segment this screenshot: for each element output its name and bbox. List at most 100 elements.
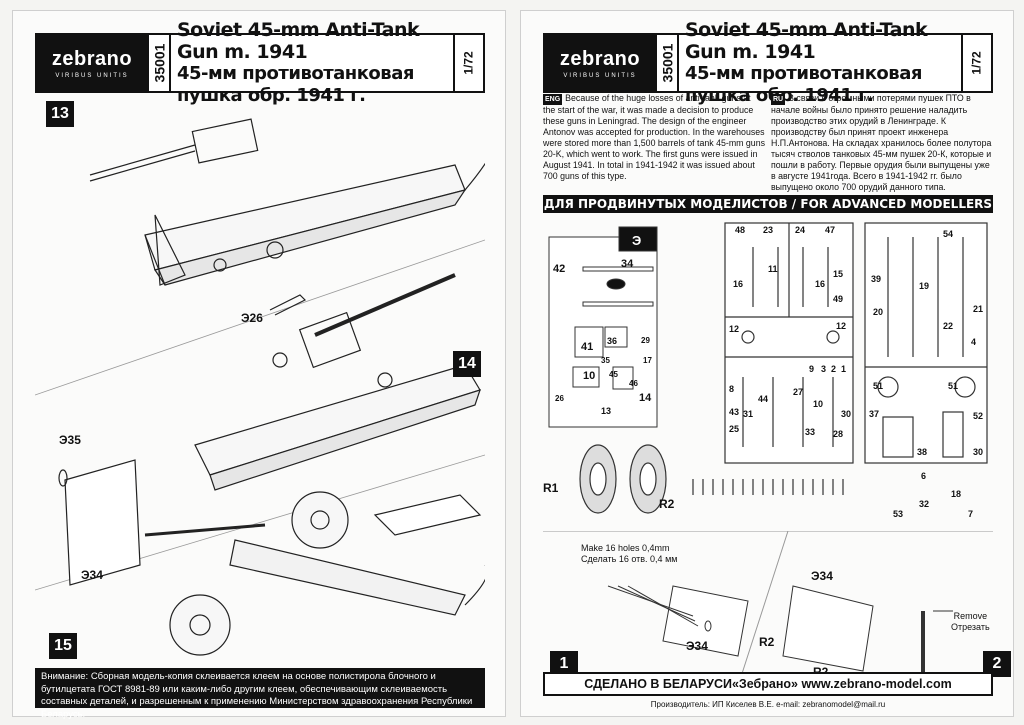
- svg-text:34: 34: [621, 258, 634, 270]
- svg-text:25: 25: [729, 424, 739, 434]
- svg-text:30: 30: [841, 409, 851, 419]
- step1-part-e34: Э34: [686, 639, 708, 653]
- step1-note-en: Make 16 holes 0,4mm: [581, 543, 670, 553]
- title-english: Soviet 45-mm Anti-Tank Gun m. 1941: [177, 19, 420, 63]
- svg-text:14: 14: [639, 392, 652, 404]
- kit-code: 35001: [147, 35, 171, 91]
- brand-tagline: VIRIBUS UNITIS: [563, 72, 637, 79]
- svg-text:17: 17: [643, 356, 652, 365]
- svg-text:42: 42: [553, 263, 565, 275]
- title-russian: 45-мм противотанковая пушка обр. 1941 г.: [177, 63, 414, 106]
- svg-text:11: 11: [768, 264, 778, 274]
- svg-text:6: 6: [921, 471, 926, 481]
- svg-text:41: 41: [581, 341, 593, 353]
- kit-code: 35001: [655, 35, 679, 91]
- svg-text:3: 3: [821, 364, 826, 374]
- svg-text:10: 10: [583, 370, 595, 382]
- svg-text:7: 7: [968, 509, 973, 517]
- left-instruction-page: zebrano VIRIBUS UNITIS 35001 Soviet 45-m…: [12, 10, 506, 720]
- step13-gun-drawing: [89, 118, 485, 286]
- step2-remove-ru: Отрезать: [951, 622, 990, 632]
- kit-scale: 1/72: [961, 35, 991, 91]
- svg-text:33: 33: [805, 427, 815, 437]
- pe-number-labels: 42 34 41 36 29 35 17 10 45 46 26 14 13 Э: [553, 233, 652, 416]
- svg-text:Э: Э: [632, 233, 641, 248]
- svg-text:51: 51: [873, 381, 883, 391]
- svg-text:21: 21: [973, 304, 983, 314]
- svg-text:54: 54: [943, 229, 953, 239]
- parts-layout: 42 34 41 36 29 35 17 10 45 46 26 14 13 Э: [548, 222, 988, 517]
- svg-text:9: 9: [809, 364, 814, 374]
- warning-text: Внимание: Сборная модель-копия склеивает…: [35, 668, 485, 720]
- svg-text:23: 23: [763, 225, 773, 235]
- step15-gun-drawing: [58, 459, 485, 656]
- brand-logo: zebrano VIRIBUS UNITIS: [37, 35, 147, 91]
- producer-line: Производитель: ИП Киселев В.Е. e-mail: z…: [650, 699, 886, 709]
- photo-etch-fret: [548, 226, 658, 428]
- svg-text:38: 38: [917, 447, 927, 457]
- title-english: Soviet 45-mm Anti-Tank Gun m. 1941: [685, 19, 928, 63]
- r2-rivet-row: [692, 479, 844, 495]
- part-label-e34: Э34: [81, 568, 103, 582]
- rivet-label-r2: R2: [659, 497, 675, 511]
- svg-text:8: 8: [729, 384, 734, 394]
- svg-text:49: 49: [833, 294, 843, 304]
- step-14-number: 14: [453, 351, 481, 377]
- svg-text:37: 37: [869, 409, 879, 419]
- rubber-wheels: [579, 444, 667, 514]
- svg-text:36: 36: [607, 336, 617, 346]
- svg-text:53: 53: [893, 509, 903, 517]
- kit-scale: 1/72: [453, 35, 483, 91]
- advanced-modellers-bar: ДЛЯ ПРОДВИНУТЫХ МОДЕЛИСТОВ / FOR ADVANCE…: [543, 195, 993, 213]
- sprue-a-number-labels: 48 23 24 47 16 11 16 49 15 12 12 9 3 2 1…: [729, 225, 851, 439]
- svg-text:32: 32: [919, 499, 929, 509]
- svg-text:39: 39: [871, 274, 881, 284]
- svg-text:31: 31: [743, 409, 753, 419]
- svg-text:52: 52: [973, 411, 983, 421]
- step2-r2-a: R2: [759, 635, 775, 649]
- svg-text:1: 1: [841, 364, 846, 374]
- left-header: zebrano VIRIBUS UNITIS 35001 Soviet 45-m…: [35, 19, 485, 106]
- svg-text:30: 30: [973, 447, 983, 457]
- svg-text:48: 48: [735, 225, 745, 235]
- svg-text:43: 43: [729, 407, 739, 417]
- step-15-number: 15: [49, 633, 77, 659]
- right-header: zebrano VIRIBUS UNITIS 35001 Soviet 45-m…: [543, 19, 993, 106]
- svg-text:20: 20: [873, 307, 883, 317]
- right-instruction-page: zebrano VIRIBUS UNITIS 35001 Soviet 45-m…: [520, 10, 1014, 717]
- svg-text:27: 27: [793, 387, 803, 397]
- svg-text:10: 10: [813, 399, 823, 409]
- svg-text:51: 51: [948, 381, 958, 391]
- svg-text:12: 12: [729, 324, 739, 334]
- ru-tag: RU: [771, 94, 786, 105]
- wheel-label-r1: R1: [543, 481, 559, 495]
- svg-text:15: 15: [833, 269, 843, 279]
- svg-text:29: 29: [641, 336, 650, 345]
- svg-text:12: 12: [836, 321, 846, 331]
- svg-text:4: 4: [971, 337, 976, 347]
- step2-remove-en: Remove: [953, 611, 988, 621]
- made-in-footer: СДЕЛАНО В БЕЛАРУСИ«Зебрано» www.zebrano-…: [543, 672, 993, 696]
- svg-text:24: 24: [795, 225, 805, 235]
- brand-name: zebrano: [559, 47, 641, 70]
- sprue-b-number-labels: 54 39 19 20 22 21 4 51 51 37 52 38 30 6 …: [869, 229, 983, 517]
- svg-text:16: 16: [733, 279, 743, 289]
- svg-text:44: 44: [758, 394, 768, 404]
- svg-text:47: 47: [825, 225, 835, 235]
- eng-tag: ENG: [543, 94, 563, 105]
- svg-text:19: 19: [919, 281, 929, 291]
- svg-text:35: 35: [601, 356, 610, 365]
- svg-text:46: 46: [629, 379, 638, 388]
- svg-text:28: 28: [833, 429, 843, 439]
- svg-text:2: 2: [831, 364, 836, 374]
- part-label-e26: Э26: [241, 311, 263, 325]
- step-13-number: 13: [46, 101, 74, 127]
- step14-gun-drawing: [194, 273, 481, 491]
- step1-note-ru: Сделать 16 отв. 0,4 мм: [581, 554, 678, 564]
- svg-text:16: 16: [815, 279, 825, 289]
- svg-text:45: 45: [609, 370, 618, 379]
- svg-text:26: 26: [555, 394, 564, 403]
